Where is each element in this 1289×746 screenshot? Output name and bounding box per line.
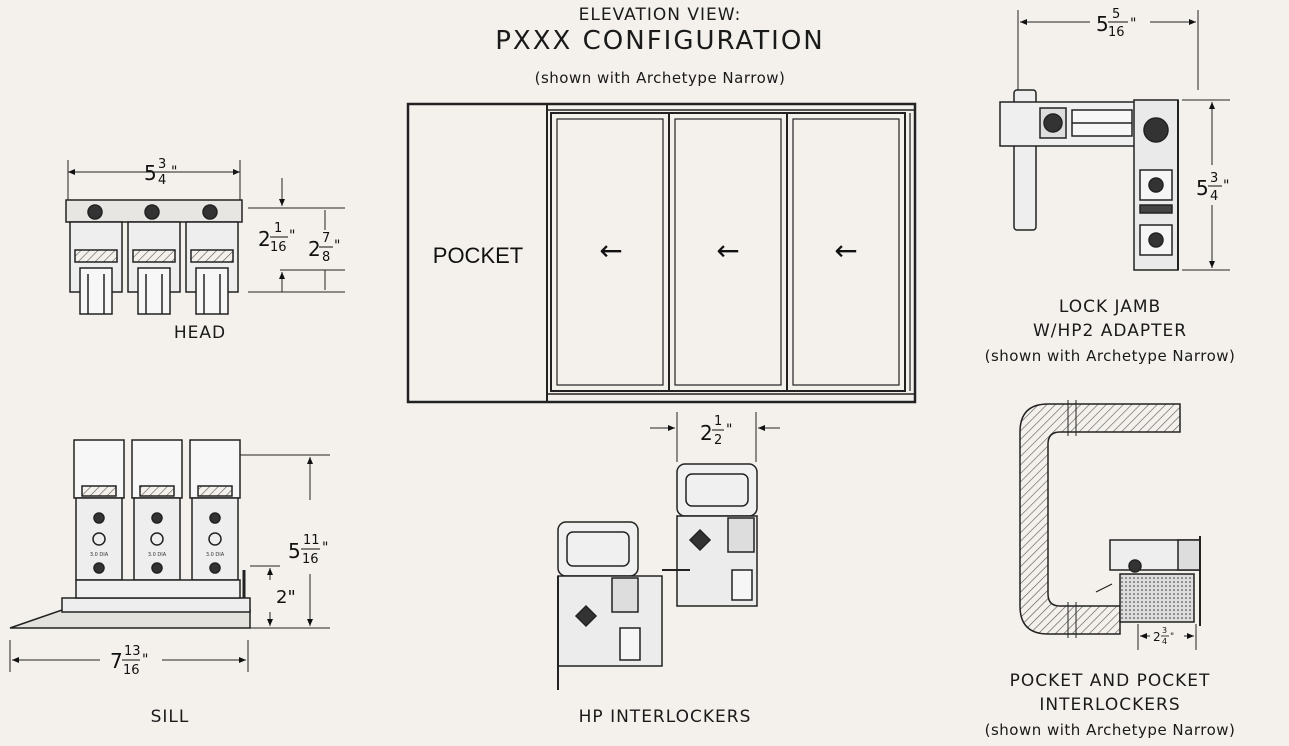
svg-text:3.0 DIA: 3.0 DIA	[90, 552, 109, 558]
sill-height-dimension: 5 11 16 "	[288, 533, 328, 567]
svg-text:3.0 DIA: 3.0 DIA	[206, 552, 225, 558]
arrow-left-icon: ←	[599, 234, 622, 267]
svg-text:4: 4	[1162, 637, 1167, 646]
svg-text:1: 1	[714, 414, 722, 429]
svg-text:": "	[1170, 632, 1174, 642]
svg-text:2: 2	[1153, 630, 1161, 644]
svg-text:2: 2	[714, 433, 722, 448]
svg-text:": "	[726, 422, 732, 438]
sill-section: 3.0 DIA 3.0 DIA 3.0 DIA	[9, 439, 330, 672]
pocket-interlockers-width-dimension: 2 3 4 "	[1153, 626, 1174, 646]
svg-text:": "	[1130, 16, 1136, 32]
svg-text:2: 2	[700, 421, 713, 445]
pocket-label: POCKET	[433, 243, 523, 268]
hp-interlockers-label: HP INTERLOCKERS	[578, 707, 752, 727]
svg-text:3.0 DIA: 3.0 DIA	[148, 552, 167, 558]
lock-jamb-section	[999, 10, 1230, 271]
svg-text:": "	[171, 164, 177, 180]
svg-text:5: 5	[1112, 7, 1120, 22]
svg-text:1: 1	[274, 221, 282, 236]
lock-jamb-subtitle: (shown with Archetype Narrow)	[984, 347, 1236, 365]
svg-text:16: 16	[123, 663, 140, 678]
elevation-subtitle: (shown with Archetype Narrow)	[534, 69, 786, 87]
head-section	[65, 160, 345, 315]
svg-text:16: 16	[1108, 25, 1125, 40]
svg-text:": "	[1223, 178, 1229, 194]
svg-text:": "	[142, 652, 148, 668]
svg-text:4: 4	[1210, 189, 1218, 204]
pocket-interlockers-label-1: POCKET AND POCKET	[1009, 671, 1211, 691]
head-height1-dimension: 2 1 16 "	[258, 221, 295, 255]
head-height2-dimension: 2 7 8 "	[308, 231, 340, 265]
lock-jamb-label-2: W/HP2 ADAPTER	[1032, 321, 1188, 341]
svg-text:16: 16	[270, 240, 287, 255]
sill-label: SILL	[150, 707, 190, 727]
svg-text:3: 3	[158, 157, 166, 172]
pocket-interlockers-label-2: INTERLOCKERS	[1039, 695, 1181, 715]
svg-text:3: 3	[1210, 171, 1218, 186]
svg-text:2: 2	[308, 237, 321, 261]
head-label: HEAD	[173, 323, 227, 343]
svg-text:4: 4	[158, 173, 166, 188]
svg-text:": "	[334, 238, 340, 254]
sill-width-dimension: 7 13 16 "	[110, 644, 148, 678]
svg-text:5: 5	[1096, 12, 1109, 36]
svg-text:7: 7	[110, 649, 123, 673]
hp-interlockers-section	[557, 412, 780, 690]
svg-text:13: 13	[124, 644, 141, 659]
elevation-kicker: ELEVATION VIEW:	[578, 5, 742, 25]
elevation-title: PXXX CONFIGURATION	[495, 26, 825, 56]
svg-text:5: 5	[144, 161, 157, 185]
svg-text:": "	[322, 540, 328, 556]
pocket-interlockers-subtitle: (shown with Archetype Narrow)	[984, 721, 1236, 739]
arrow-left-icon: ←	[834, 234, 857, 267]
svg-text:3: 3	[1162, 626, 1167, 635]
svg-text:5: 5	[288, 539, 301, 563]
lock-jamb-height-dimension: 5 3 4 "	[1196, 171, 1229, 204]
svg-text:16: 16	[302, 552, 319, 567]
svg-text:5: 5	[1196, 176, 1209, 200]
elevation-view	[406, 102, 917, 404]
svg-text:7: 7	[322, 231, 330, 246]
pocket-interlockers-section	[1019, 400, 1201, 650]
arrow-left-icon: ←	[716, 234, 739, 267]
svg-text:2: 2	[258, 227, 271, 251]
svg-text:11: 11	[303, 533, 320, 548]
lock-jamb-label-1: LOCK JAMB	[1058, 297, 1162, 317]
head-width-dimension: 5 3 4 "	[144, 157, 177, 188]
svg-text:": "	[289, 228, 295, 244]
sill-step-dimension: 2"	[276, 587, 296, 608]
lock-jamb-width-dimension: 5 5 16 "	[1096, 7, 1136, 40]
hp-interlockers-width-dimension: 2 1 2 "	[700, 414, 732, 448]
svg-text:8: 8	[322, 250, 330, 265]
